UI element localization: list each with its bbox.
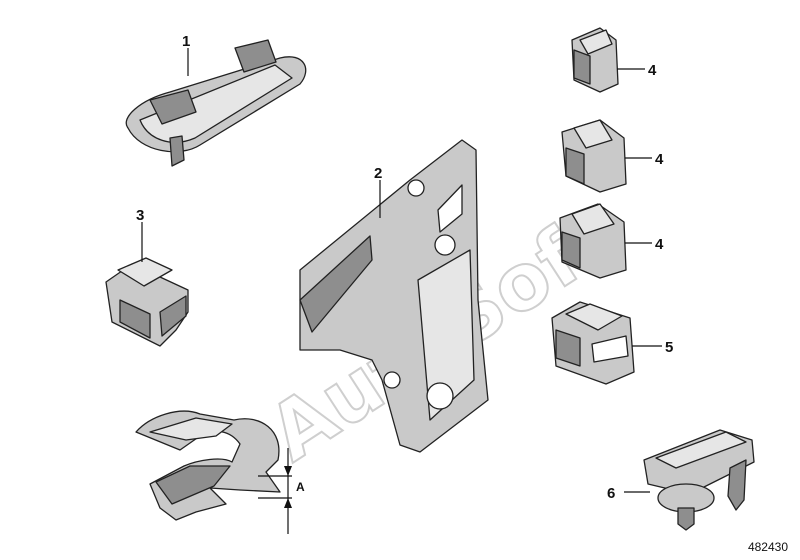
dimension-label: A [296, 480, 305, 494]
callout-4a: 4 [648, 62, 657, 79]
part-4-clip-top [571, 27, 619, 93]
callout-2: 2 [374, 165, 382, 182]
reference-number: 482430 [747, 540, 788, 554]
part-1-clip [125, 39, 307, 167]
callout-3: 3 [136, 207, 144, 224]
callout-5: 5 [665, 339, 673, 356]
part-2-bracket [299, 139, 489, 453]
part-4-clip-lower [559, 203, 627, 279]
callout-6: 6 [607, 485, 615, 502]
callout-4c: 4 [655, 236, 664, 253]
dimension-marker: A [258, 448, 305, 534]
dimension-clip [135, 410, 281, 521]
part-3-clip [105, 257, 189, 347]
part-4-clip-middle [561, 119, 627, 193]
part-6-fastener [643, 429, 755, 531]
part-5-clip [551, 301, 635, 385]
callout-1: 1 [182, 33, 190, 50]
callout-4b: 4 [655, 151, 664, 168]
